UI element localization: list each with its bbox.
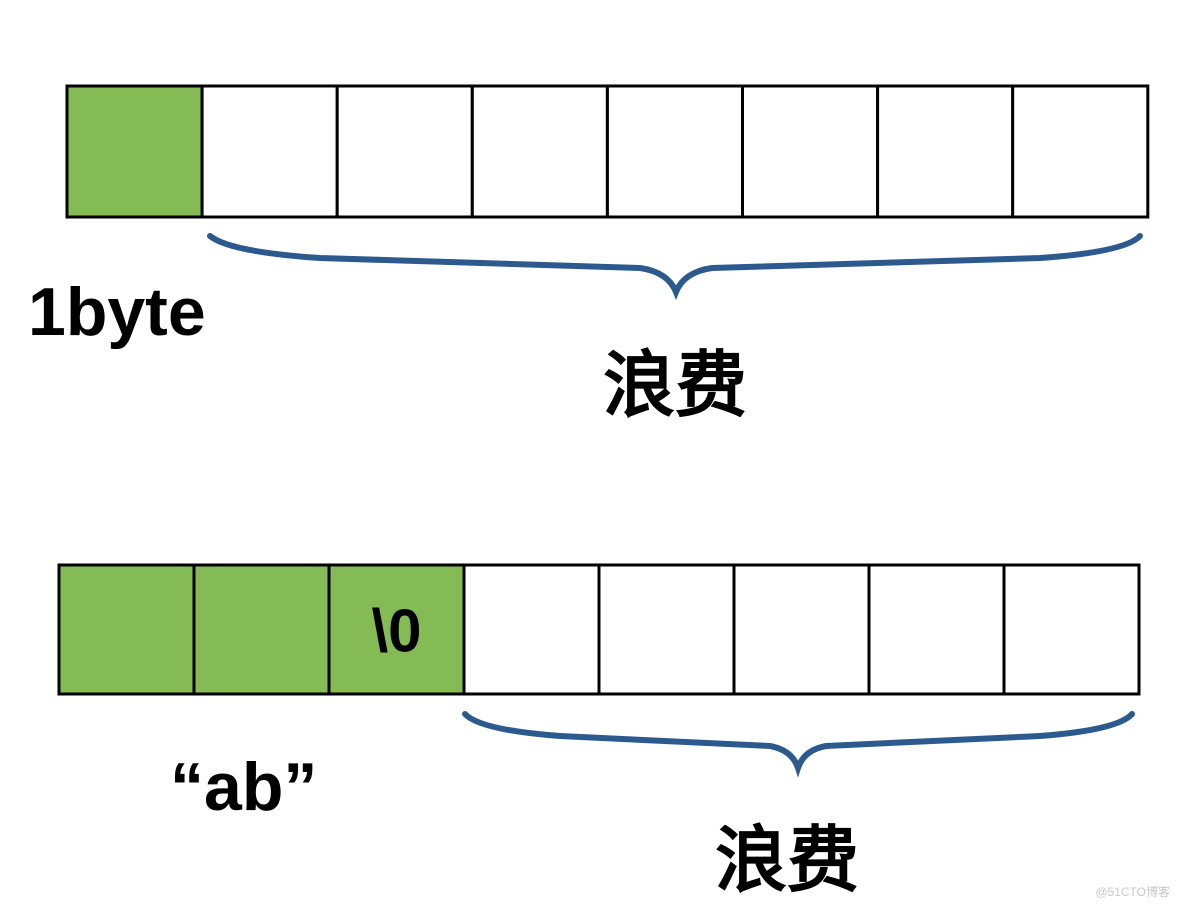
- memory-cell-used: [192, 563, 331, 696]
- memory-row-1byte: [65, 84, 1150, 219]
- memory-cell-empty: [867, 563, 1006, 696]
- memory-cell-empty: [470, 84, 609, 219]
- memory-cell-used: [327, 563, 466, 696]
- waste-label-2: 浪费: [715, 821, 859, 901]
- memory-cell-empty: [462, 563, 601, 696]
- memory-cell-empty: [597, 563, 736, 696]
- label-1byte: 1byte: [28, 274, 206, 350]
- memory-cell-empty: [200, 84, 339, 219]
- waste-label-1: 浪费: [603, 346, 747, 426]
- memory-cell-used: [65, 84, 204, 219]
- memory-row-ab: \0: [57, 563, 1141, 696]
- memory-cell-empty: [1011, 84, 1150, 219]
- memory-cell-empty: [732, 563, 871, 696]
- memory-cell-empty: [605, 84, 745, 219]
- memory-cell-empty: [1002, 563, 1141, 696]
- label-ab: “ab”: [170, 749, 317, 825]
- waste-brace-1: [207, 233, 1143, 301]
- cell-label: \0: [371, 598, 421, 665]
- memory-cell-empty: [335, 84, 474, 219]
- watermark: @51CTO博客: [1095, 885, 1170, 899]
- waste-brace-2: [462, 711, 1135, 778]
- memory-cell-empty: [876, 84, 1015, 219]
- memory-cell-used: [57, 563, 196, 696]
- memory-cell-empty: [741, 84, 880, 219]
